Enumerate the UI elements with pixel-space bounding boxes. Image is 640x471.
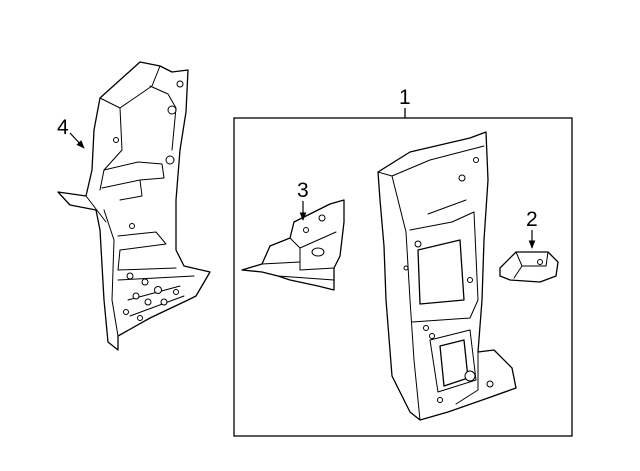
callout-label-3: 3	[297, 179, 309, 202]
callout-label-1: 1	[399, 86, 411, 109]
part-2-small-bracket	[499, 251, 559, 283]
callout-4-arrow	[69, 132, 85, 149]
callout-label-2: 2	[526, 208, 538, 231]
callout-label-4: 4	[57, 116, 69, 139]
part-3-bracket	[241, 199, 345, 291]
part-1-group-box	[233, 117, 573, 437]
part-4-pillar-assembly	[57, 61, 211, 351]
part-1-pillar-panel	[377, 131, 517, 421]
